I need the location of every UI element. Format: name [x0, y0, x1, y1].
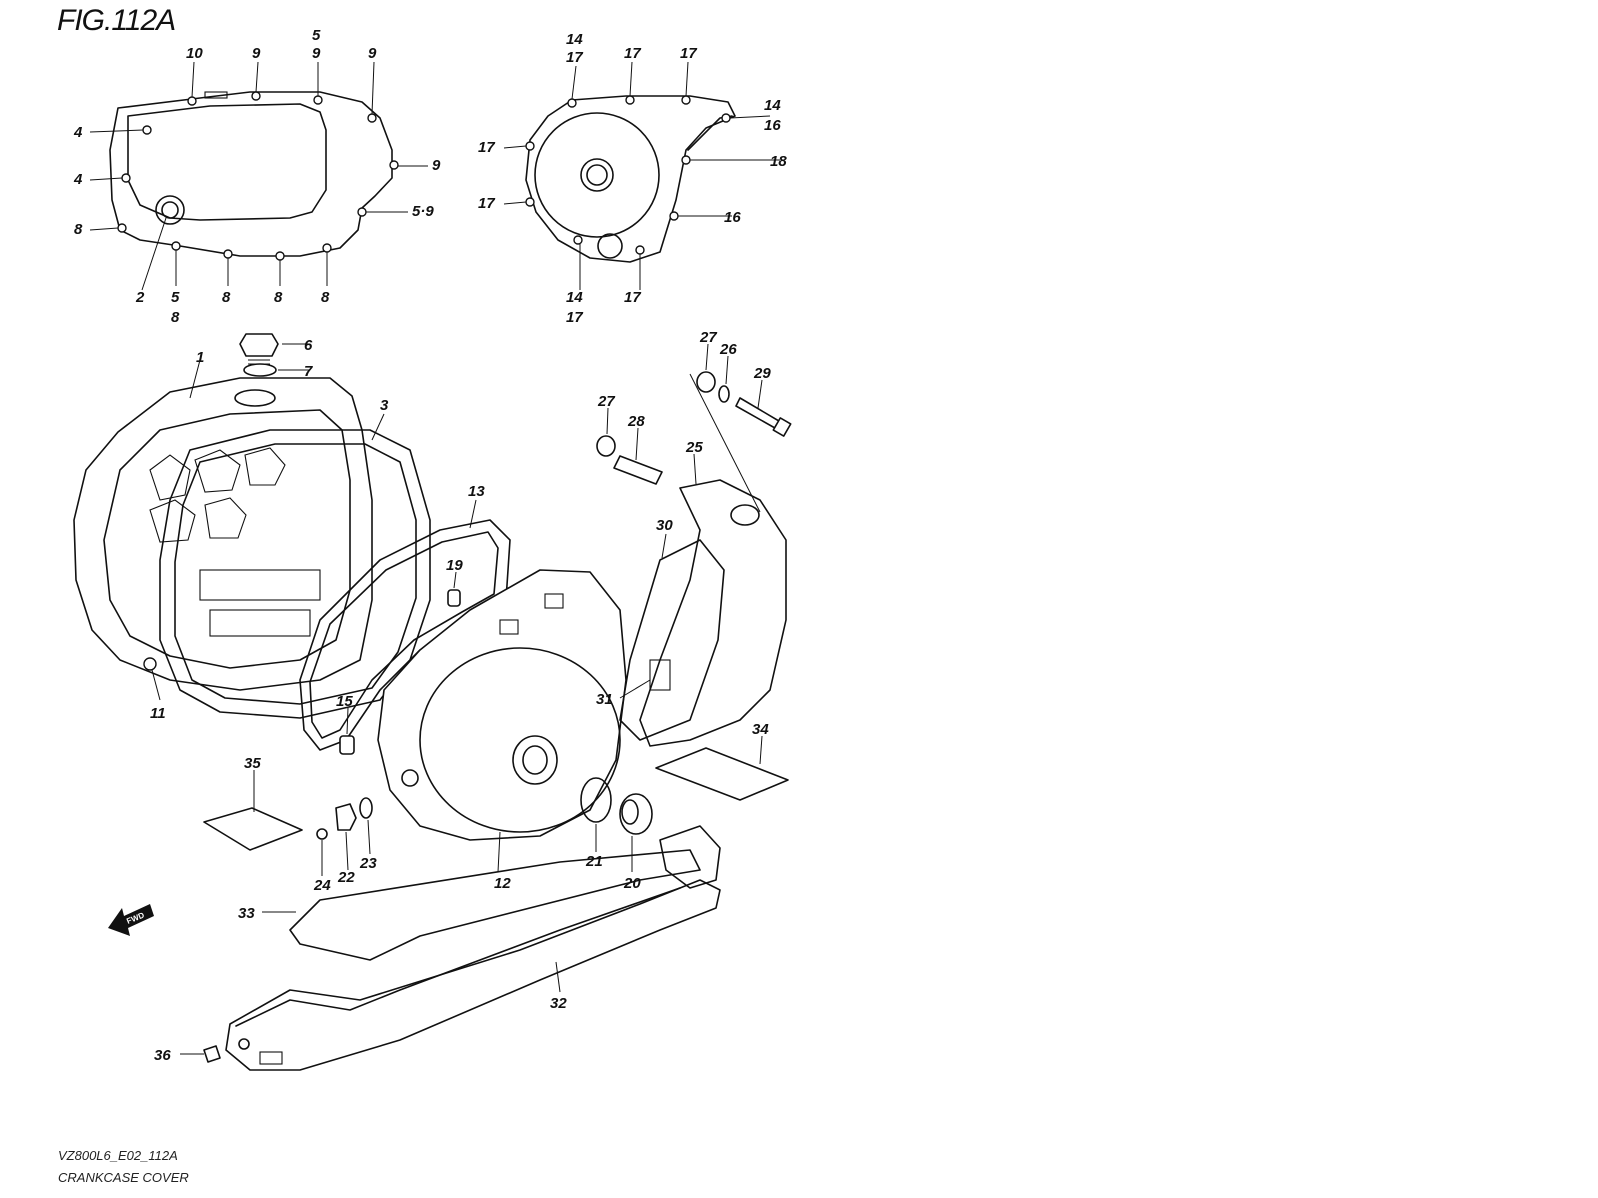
- clutch-cover-outline-view: [109, 91, 399, 261]
- callout-21: 21: [585, 853, 603, 870]
- callout-20: 20: [623, 875, 641, 892]
- section-name: CRANKCASE COVER: [58, 1170, 189, 1185]
- callout-6: 6: [304, 337, 313, 354]
- o-ring: [243, 363, 310, 377]
- gearshift-cover: [639, 453, 787, 747]
- callout-23: 23: [359, 855, 377, 872]
- spacer-collar: [613, 427, 663, 485]
- callout-30: 30: [656, 517, 673, 534]
- callout-17: 17: [478, 195, 495, 212]
- callout-27: 27: [699, 329, 717, 346]
- clutch-cover-part: [73, 359, 373, 701]
- magneto-cover-leaders: [503, 61, 780, 290]
- callout-33: 33: [238, 905, 255, 922]
- drain-bolt: [335, 803, 357, 871]
- callout-4: 4: [73, 124, 83, 141]
- callout-14: 14: [566, 289, 583, 306]
- callout-9: 9: [252, 45, 261, 62]
- gasket-washer: [359, 797, 373, 855]
- clutch-cover-gasket: [159, 413, 431, 719]
- mounting-bolt: [735, 379, 792, 437]
- callout-17: 17: [566, 49, 583, 66]
- dowel-pin-upper: [447, 571, 461, 607]
- callout-36: 36: [154, 1047, 171, 1064]
- callout-4: 4: [73, 171, 83, 188]
- caution-label-left: [203, 770, 303, 851]
- callout-34: 34: [752, 721, 769, 738]
- callout-8: 8: [171, 309, 180, 326]
- callout-5: 5: [171, 289, 180, 306]
- callout-8: 8: [321, 289, 330, 306]
- callout-14: 14: [566, 31, 583, 48]
- callout-18: 18: [770, 153, 787, 170]
- callout-7: 7: [304, 363, 313, 380]
- washer-26: [718, 355, 730, 403]
- callout-17: 17: [680, 45, 697, 62]
- small-plug: [316, 828, 328, 876]
- figure-title: FIG.112A: [57, 4, 176, 37]
- magneto-cover-part: [377, 569, 627, 873]
- callout-5: 5: [312, 27, 321, 44]
- callout-5-9: 5·9: [412, 203, 434, 220]
- callout-31: 31: [596, 691, 613, 708]
- callout-17: 17: [478, 139, 495, 156]
- callout-8: 8: [74, 221, 83, 238]
- callout-28: 28: [627, 413, 645, 430]
- guard-bolt: [180, 1045, 221, 1063]
- callout-17: 17: [624, 289, 641, 306]
- dowel-pin-lower: [339, 707, 355, 755]
- callout-8: 8: [274, 289, 283, 306]
- callout-13: 13: [468, 483, 485, 500]
- cushion-clip: [619, 659, 671, 699]
- callout-17: 17: [624, 45, 641, 62]
- callout-19: 19: [446, 557, 463, 574]
- callout-8: 8: [222, 289, 231, 306]
- callout-9: 9: [312, 45, 321, 62]
- oil-filler-cap: [239, 333, 310, 365]
- callout-9: 9: [432, 157, 441, 174]
- callout-27: 27: [597, 393, 615, 410]
- callout-11: 11: [150, 705, 166, 722]
- callout-35: 35: [244, 755, 261, 772]
- callout-24: 24: [313, 877, 331, 894]
- callout-12: 12: [494, 875, 511, 892]
- caution-label-right: [655, 735, 789, 801]
- callout-numbers: 10 9 5 9 9 4 4 9 8 5·9 2 5 8 8 8 8 14 17…: [73, 27, 787, 1064]
- forward-direction-arrow: FWD: [108, 904, 154, 936]
- bolt-axis-line: [689, 373, 761, 513]
- callout-16: 16: [764, 117, 781, 134]
- callout-25: 25: [685, 439, 703, 456]
- magneto-cover-outline-view: [525, 95, 736, 263]
- grommet-upper: [696, 343, 716, 393]
- callout-9: 9: [368, 45, 377, 62]
- magneto-o-ring: [580, 777, 612, 852]
- clutch-cover-leaders: [89, 61, 428, 291]
- callout-14: 14: [764, 97, 781, 114]
- model-code: VZ800L6_E02_112A: [58, 1148, 178, 1163]
- callout-10: 10: [186, 45, 203, 62]
- magneto-plug: [619, 793, 653, 872]
- callout-3: 3: [380, 397, 389, 414]
- cover-cushion: [619, 533, 725, 741]
- crankcase-cover-guard: [225, 825, 721, 1071]
- callout-26: 26: [719, 341, 737, 358]
- callout-2: 2: [135, 289, 145, 306]
- callout-15: 15: [336, 693, 353, 710]
- callout-17: 17: [566, 309, 583, 326]
- callout-16: 16: [724, 209, 741, 226]
- heat-insulator: [262, 849, 701, 961]
- callout-32: 32: [550, 995, 567, 1012]
- callout-29: 29: [753, 365, 771, 382]
- callout-1: 1: [196, 349, 204, 366]
- callout-22: 22: [337, 869, 355, 886]
- grommet-lower: [596, 407, 616, 457]
